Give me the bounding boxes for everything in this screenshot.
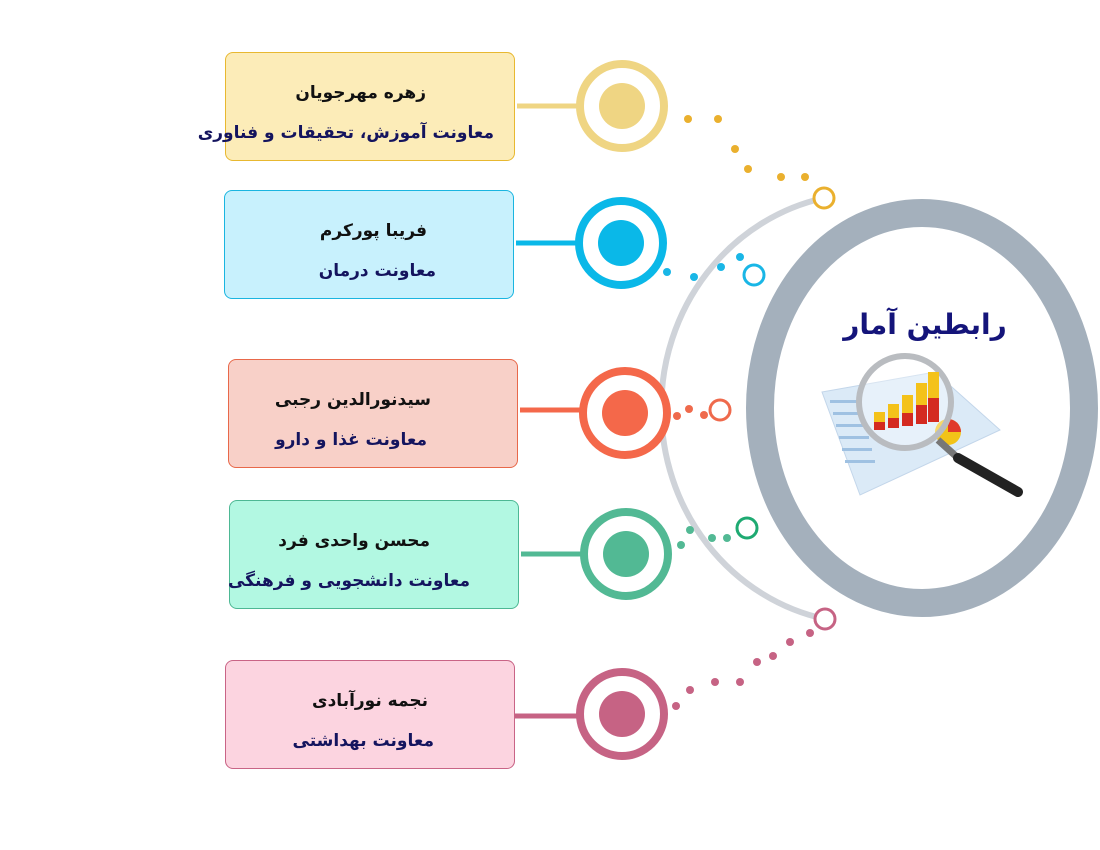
person-name: سیدنورالدین رجبی: [274, 390, 431, 410]
card-student-culture: محسن واحدی فرد معاونت دانشجویی و فرهنگی: [227, 500, 519, 609]
dotted-path: [663, 253, 744, 281]
dotted-path: [684, 115, 809, 181]
card-health: نجمه نورآبادی معاونت بهداشتی: [225, 660, 515, 769]
person-name: فریبا پورکرم: [319, 221, 427, 241]
arc-node: [735, 516, 759, 540]
arc-node: [813, 607, 837, 631]
person-name: محسن واحدی فرد: [278, 531, 430, 551]
arc-node: [812, 186, 836, 210]
department-role: معاونت بهداشتی: [292, 731, 434, 751]
node-circle: [580, 508, 672, 600]
card-food-drug: سیدنورالدین رجبی معاونت غذا و دارو: [228, 359, 518, 468]
department-role: معاونت غذا و دارو: [275, 430, 427, 450]
card-treatment: فریبا پورکرم معاونت درمان: [224, 190, 514, 299]
arc-node: [708, 398, 732, 422]
node-circle: [575, 197, 667, 289]
dotted-path: [672, 629, 814, 710]
department-role: معاونت دانشجویی و فرهنگی: [227, 571, 470, 591]
card-research: زهره مهرجویان معاونت آموزش، تحقیقات و فن…: [198, 52, 515, 161]
node-circle: [576, 668, 668, 760]
node-circle: [579, 367, 671, 459]
diagram-title: رابطین آمار: [843, 308, 1007, 341]
person-name: زهره مهرجویان: [295, 83, 426, 103]
dotted-path: [673, 405, 708, 420]
dotted-path: [677, 526, 731, 549]
node-circle: [576, 60, 668, 152]
department-role: معاونت درمان: [318, 261, 436, 281]
department-role: معاونت آموزش، تحقیقات و فناوری: [197, 123, 494, 143]
magnifier-chart-icon: [821, 353, 1023, 497]
arc-node: [742, 263, 766, 287]
person-name: نجمه نورآبادی: [312, 691, 428, 711]
